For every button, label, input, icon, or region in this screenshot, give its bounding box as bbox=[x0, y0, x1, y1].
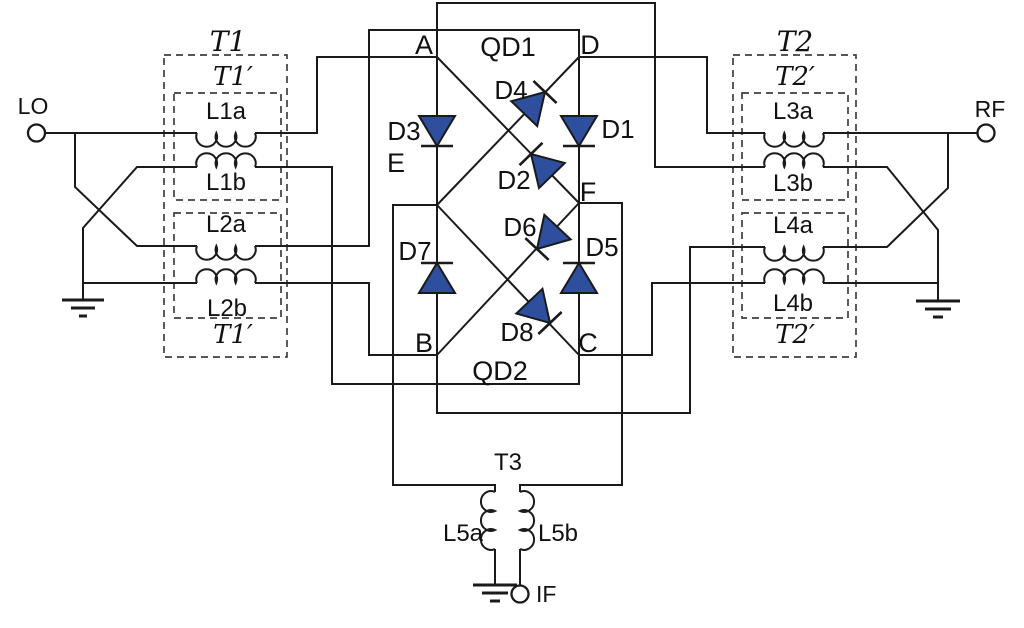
lo-port bbox=[26, 123, 47, 143]
t2-prime-top-box bbox=[741, 92, 849, 201]
l4b-label: L4b bbox=[773, 290, 813, 317]
l4a-label: L4a bbox=[773, 212, 814, 239]
node-e-label: E bbox=[387, 148, 405, 178]
d5-label: D5 bbox=[585, 232, 618, 262]
l1b-label: L1b bbox=[206, 169, 246, 196]
diode-d7 bbox=[417, 261, 457, 295]
t1-prime-top-label: T1′ bbox=[213, 62, 253, 92]
l5a-label: L5a bbox=[443, 520, 484, 547]
wire-diagonal-D-E bbox=[436, 56, 580, 206]
d1-label: D1 bbox=[601, 114, 634, 144]
t2-prime-bottom-label: T2′ bbox=[775, 320, 815, 350]
t2-box bbox=[732, 54, 857, 358]
inductor-l2a bbox=[195, 243, 257, 261]
diode-d5 bbox=[559, 261, 599, 295]
wire-l3b-cross-to-ground bbox=[823, 166, 939, 283]
d4-label: D4 bbox=[494, 75, 527, 105]
l2b-label: L2b bbox=[207, 295, 247, 322]
wire-nodeE-to-l5a bbox=[392, 204, 496, 492]
l2a-label: L2a bbox=[206, 211, 247, 238]
t1-prime-bottom-box bbox=[173, 212, 282, 319]
d8-label: D8 bbox=[500, 317, 533, 347]
wire-l4a-to-nodeB bbox=[436, 246, 765, 414]
wire-l2b-to-nodeB bbox=[255, 282, 437, 356]
inductor-l4a bbox=[763, 244, 825, 262]
node-b-label: B bbox=[415, 328, 433, 358]
wire-lo-cross-to-l2a bbox=[74, 133, 197, 247]
diode-d1 bbox=[559, 114, 599, 148]
rf-port bbox=[976, 123, 996, 143]
d2-label: D2 bbox=[497, 165, 530, 195]
l3b-label: L3b bbox=[773, 170, 813, 197]
inductor-l5b bbox=[517, 490, 536, 551]
node-d-label: D bbox=[580, 30, 600, 60]
wire-nodeF-to-l5b bbox=[519, 202, 623, 492]
inductor-l3b bbox=[763, 152, 825, 170]
wire-nodeC-to-l4b bbox=[579, 282, 765, 356]
wire-l1b-to-nodeC bbox=[255, 166, 580, 385]
l5b-label: L5b bbox=[538, 520, 578, 547]
l3a-label: L3a bbox=[773, 98, 814, 125]
inductor-l5a bbox=[479, 490, 498, 551]
right-ground-symbol bbox=[916, 283, 960, 319]
if-port-label: IF bbox=[536, 581, 556, 607]
wire-nodeA-top-to-l3b bbox=[436, 2, 765, 168]
qd1-label: QD1 bbox=[480, 32, 536, 62]
inductor-l4b bbox=[763, 268, 825, 286]
wire-l1b-cross-to-ground bbox=[82, 166, 197, 283]
left-ground-symbol bbox=[62, 283, 104, 318]
qd2-label: QD2 bbox=[472, 356, 528, 386]
t3-label: T3 bbox=[494, 449, 522, 476]
node-a-label: A bbox=[415, 30, 433, 60]
wire-rf-cross-to-l4a bbox=[823, 133, 949, 248]
d7-label: D7 bbox=[398, 236, 431, 266]
d6-label: D6 bbox=[503, 212, 536, 242]
diode-d3 bbox=[417, 114, 457, 148]
t1-label: T1 bbox=[210, 25, 247, 58]
rf-port-label: RF bbox=[975, 96, 1006, 122]
if-port bbox=[510, 584, 530, 604]
t1-prime-top-box bbox=[173, 92, 282, 201]
wire-l1a-to-nodeA bbox=[255, 56, 437, 134]
inductor-l2b bbox=[195, 268, 257, 286]
inductor-l3a bbox=[763, 130, 825, 148]
t1-box bbox=[163, 54, 288, 358]
t2-prime-top-label: T2′ bbox=[775, 62, 815, 92]
t2-prime-bottom-box bbox=[741, 212, 849, 319]
t1-prime-bottom-label: T1′ bbox=[213, 320, 253, 350]
lo-port-label: LO bbox=[18, 93, 49, 119]
node-f-label: F bbox=[580, 177, 597, 207]
t2-label: T2 bbox=[777, 25, 814, 58]
inductor-l1a bbox=[195, 130, 257, 148]
wire-nodeD-to-l3a bbox=[579, 56, 765, 134]
l1a-label: L1a bbox=[206, 98, 247, 125]
inductor-l1b bbox=[195, 152, 257, 170]
node-c-label: C bbox=[578, 328, 598, 358]
d3-label: D3 bbox=[387, 116, 420, 146]
if-ground-symbol bbox=[473, 549, 517, 603]
